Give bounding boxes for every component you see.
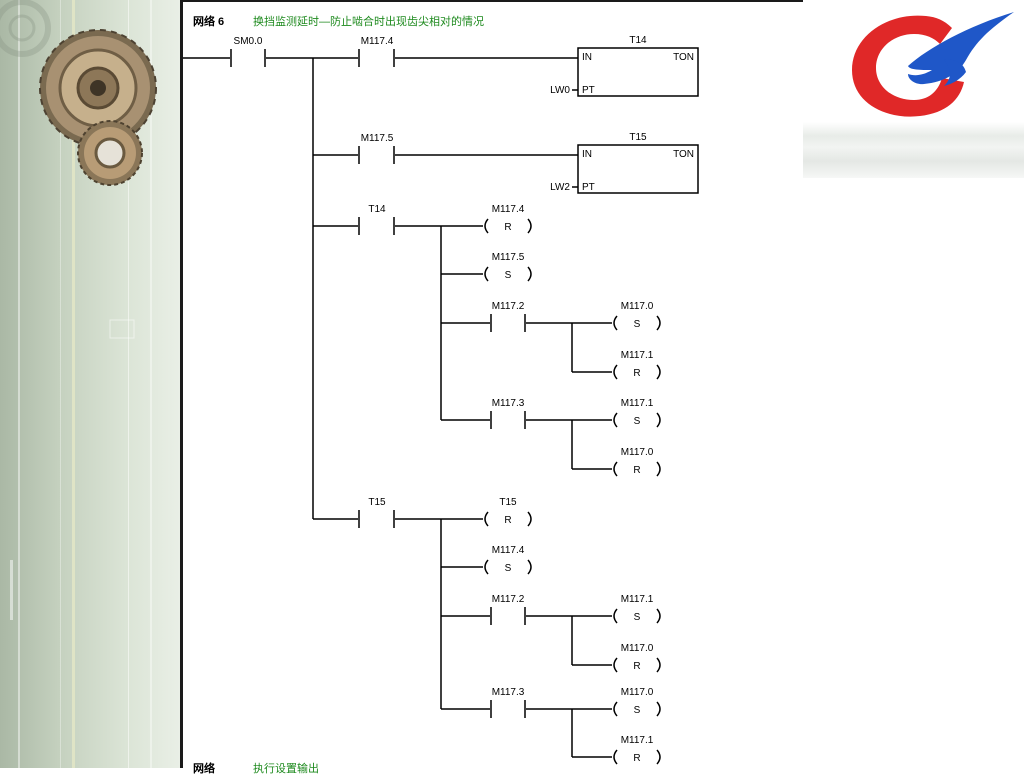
contact-m117-2-b: M117.2 bbox=[490, 594, 526, 625]
timer-in-label: IN bbox=[582, 149, 592, 160]
coil-address: M117.4 bbox=[492, 204, 525, 215]
coil-type: S bbox=[634, 612, 641, 623]
company-logo-icon bbox=[852, 12, 1014, 117]
coil-address: M117.0 bbox=[621, 447, 654, 458]
diagram-top-border bbox=[183, 0, 803, 2]
coil-address: M117.1 bbox=[621, 350, 654, 361]
coil-t15-reset: T15 R bbox=[484, 497, 532, 527]
coil-m117-0-set-a: M117.0 S bbox=[613, 301, 661, 331]
coil-address: M117.4 bbox=[492, 545, 525, 556]
coil-m117-0-reset-a: M117.0 R bbox=[613, 447, 661, 477]
coil-m117-0-set-b: M117.0 S bbox=[613, 687, 661, 717]
timer-pt-label: PT bbox=[582, 85, 595, 96]
network-label: 网络 6 bbox=[193, 16, 225, 28]
decorative-gear-panel bbox=[0, 0, 180, 768]
panel-divider bbox=[180, 0, 183, 768]
contact-m117-3-b: M117.3 bbox=[490, 687, 526, 718]
coil-address: M117.5 bbox=[492, 252, 525, 263]
contact-t14: T14 bbox=[358, 204, 395, 235]
coil-m117-0-reset-b: M117.0 R bbox=[613, 643, 661, 673]
coil-m117-5-set: M117.5 S bbox=[484, 252, 532, 282]
timer-type-label: TON bbox=[673, 52, 694, 63]
contact-m117-2-a: M117.2 bbox=[490, 301, 526, 332]
coil-address: M117.0 bbox=[621, 687, 654, 698]
contact-label: M117.3 bbox=[492, 687, 525, 698]
timer-name: T15 bbox=[629, 132, 647, 143]
pt-source-label: LW0 bbox=[550, 85, 570, 96]
coil-address: M117.1 bbox=[621, 735, 654, 746]
coil-m117-1-set-b: M117.1 S bbox=[613, 594, 661, 624]
pt-source-label: LW2 bbox=[550, 182, 570, 193]
coil-type: R bbox=[504, 222, 511, 233]
coil-m117-1-reset-a: M117.1 R bbox=[613, 350, 661, 380]
coil-type: R bbox=[633, 661, 640, 672]
coil-type: S bbox=[505, 563, 512, 574]
contact-label: T15 bbox=[368, 497, 386, 508]
coil-address: T15 bbox=[499, 497, 517, 508]
timer-t14: T14 IN TON PT LW0 bbox=[550, 35, 699, 97]
contact-label: M117.2 bbox=[492, 594, 525, 605]
coil-m117-1-set-a: M117.1 S bbox=[613, 398, 661, 428]
next-network-label: 网络 bbox=[193, 763, 215, 775]
coil-type: R bbox=[633, 465, 640, 476]
coil-m117-4-set: M117.4 S bbox=[484, 545, 532, 575]
gears-illustration bbox=[0, 0, 157, 620]
contact-m117-3-a: M117.3 bbox=[490, 398, 526, 429]
decorative-gradient-strip bbox=[803, 122, 1024, 178]
timer-name: T14 bbox=[629, 35, 647, 46]
coil-type: S bbox=[634, 705, 641, 716]
contact-label: SM0.0 bbox=[234, 36, 263, 47]
next-network-title: 执行设置输出 bbox=[253, 763, 319, 775]
contact-sm0-0: SM0.0 bbox=[230, 36, 266, 67]
coil-type: S bbox=[505, 270, 512, 281]
contact-label: T14 bbox=[368, 204, 386, 215]
contact-label: M117.5 bbox=[361, 133, 394, 144]
contact-t15: T15 bbox=[358, 497, 395, 528]
coil-address: M117.0 bbox=[621, 643, 654, 654]
coil-m117-1-reset-b: M117.1 R bbox=[613, 735, 661, 765]
coil-m117-4-reset: M117.4 R bbox=[484, 204, 532, 234]
contact-label: M117.2 bbox=[492, 301, 525, 312]
coil-address: M117.1 bbox=[621, 398, 654, 409]
coil-type: R bbox=[633, 368, 640, 379]
coil-type: S bbox=[634, 416, 641, 427]
timer-t15: T15 IN TON PT LW2 bbox=[550, 132, 699, 194]
coil-address: M117.0 bbox=[621, 301, 654, 312]
contact-label: M117.4 bbox=[361, 36, 394, 47]
ladder-diagram-canvas bbox=[183, 0, 803, 768]
contact-label: M117.3 bbox=[492, 398, 525, 409]
contact-m117-5: M117.5 bbox=[358, 133, 395, 164]
timer-in-label: IN bbox=[582, 52, 592, 63]
timer-type-label: TON bbox=[673, 149, 694, 160]
coil-type: S bbox=[634, 319, 641, 330]
coil-address: M117.1 bbox=[621, 594, 654, 605]
coil-type: R bbox=[504, 515, 511, 526]
coil-type: R bbox=[633, 753, 640, 764]
contact-m117-4: M117.4 bbox=[358, 36, 395, 67]
timer-pt-label: PT bbox=[582, 182, 595, 193]
network-title: 换挡监测延时—防止啮合时出现齿尖相对的情况 bbox=[253, 16, 484, 28]
